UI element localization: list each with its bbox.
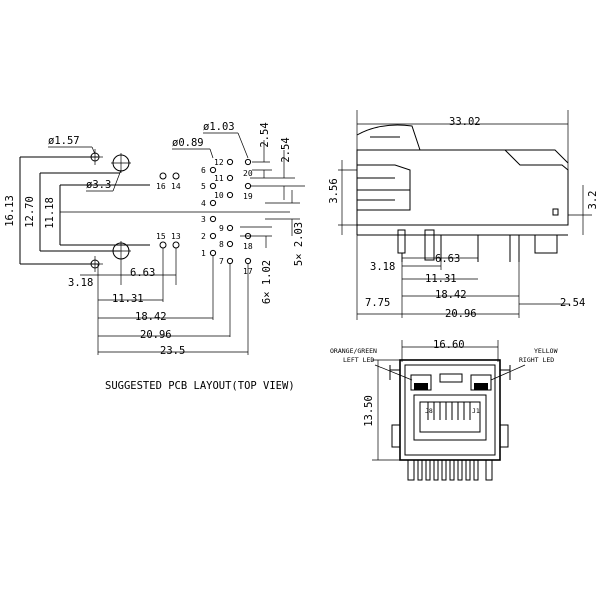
bottom-pins: [407, 459, 493, 481]
pin-15: 15: [156, 232, 166, 241]
pin-9: 9: [219, 224, 224, 233]
side-dim-7-75: 7.75: [365, 297, 390, 309]
pin-6: 6: [201, 166, 206, 175]
pin-2: 2: [201, 232, 206, 241]
pin-8: 8: [219, 240, 224, 249]
side-view: 33.02 3.56 3.2: [328, 110, 599, 320]
pin-20: 20: [243, 169, 253, 178]
pin-13: 13: [171, 232, 181, 241]
label-hole-3-3: ø3.3: [86, 179, 111, 191]
dim-11-18: 11.18: [44, 197, 56, 229]
left-led-label: LEFT LED: [343, 356, 374, 364]
pin-4: 4: [201, 199, 206, 208]
pcb-layout-caption: SUGGESTED PCB LAYOUT(TOP VIEW): [105, 380, 295, 392]
pin-7: 7: [219, 257, 224, 266]
right-led-label: RIGHT LED: [519, 356, 554, 364]
side-dim-11-31: 11.31: [425, 273, 457, 285]
pcb-layout: 16.13 12.70 11.18 ø1.57 ø3.3 ø0.89 ø1.03…: [4, 121, 305, 392]
pin-16: 16: [156, 182, 166, 191]
pin-5: 5: [201, 182, 206, 191]
side-dim-6-63: 6.63: [435, 253, 460, 265]
pin-19: 19: [243, 192, 253, 201]
pin-j1-label: J1: [472, 407, 480, 415]
dim-3-18: 3.18: [68, 277, 93, 289]
side-dim-20-96: 20.96: [445, 308, 477, 320]
pin-10: 10: [214, 191, 224, 200]
dim-6-63: 6.63: [130, 267, 155, 279]
dim-5x-2-03: 5× 2.03: [293, 222, 305, 266]
left-led: [414, 383, 428, 390]
right-led: [474, 383, 488, 390]
label-hole-1-57: ø1.57: [48, 135, 80, 147]
front-view: 16.60 ORANGE/GREEN LEFT LED YELLOW RIGHT…: [330, 339, 558, 481]
dim-16-13: 16.13: [4, 195, 16, 227]
side-dim-3-18: 3.18: [370, 261, 395, 273]
side-dim-2-54: 2.54: [560, 297, 585, 309]
dim-18-42: 18.42: [135, 311, 167, 323]
dim-23-5: 23.5: [160, 345, 185, 357]
led-window: [552, 208, 559, 216]
pin-j8-label: J8: [425, 407, 433, 415]
pin-3: 3: [201, 215, 206, 224]
pin-14: 14: [171, 182, 181, 191]
contact-pins: [427, 402, 471, 420]
dim-2-54-a: 2.54: [259, 122, 271, 147]
pin-18: 18: [243, 242, 253, 251]
label-hole-1-03: ø1.03: [203, 121, 235, 133]
dim-16-60: 16.60: [433, 339, 465, 351]
left-led-color: ORANGE/GREEN: [330, 347, 377, 355]
dim-3-56: 3.56: [328, 178, 340, 203]
dim-12-70: 12.70: [24, 196, 36, 228]
label-hole-0-89: ø0.89: [172, 137, 204, 149]
dim-13-50: 13.50: [363, 395, 375, 427]
pin-12: 12: [214, 158, 224, 167]
dim-3-2: 3.2: [587, 191, 599, 210]
dim-33-02: 33.02: [449, 116, 481, 128]
pin-1: 1: [201, 249, 206, 258]
side-dim-18-42: 18.42: [435, 289, 467, 301]
dim-11-31: 11.31: [112, 293, 144, 305]
dim-2-54-b: 2.54: [280, 137, 292, 162]
pin-11: 11: [214, 174, 224, 183]
pin-column-right: 20 19 18 17: [243, 158, 253, 276]
dim-6x-1-02: 6× 1.02: [261, 260, 273, 304]
dim-20-96: 20.96: [140, 329, 172, 341]
right-led-color: YELLOW: [534, 347, 558, 355]
pin-column-middle: 12 11 10 9 8 7: [214, 158, 234, 266]
pin-column-left: 6 5 4 3 2 1: [201, 166, 217, 258]
